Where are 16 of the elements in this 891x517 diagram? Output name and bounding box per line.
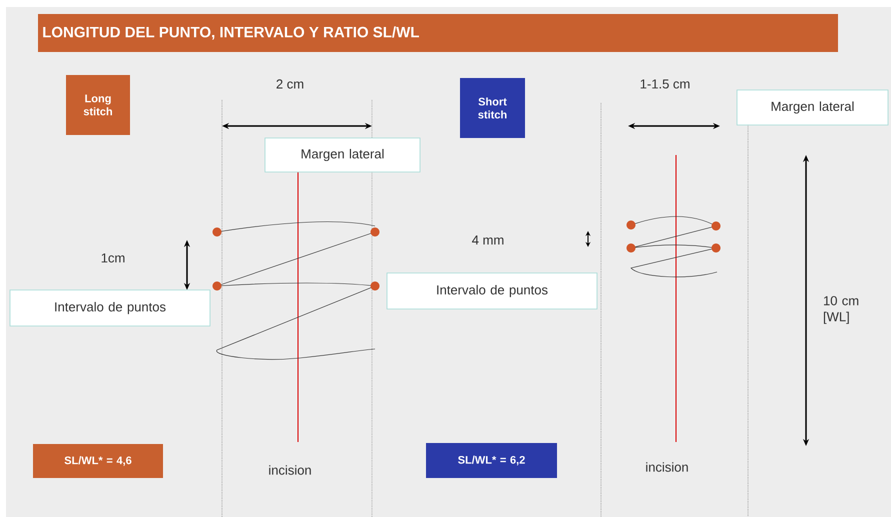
label-box: Long stitch xyxy=(66,75,130,135)
label-box: SL/WL* = 4,6 xyxy=(33,444,163,478)
dimension-label: 2 cm xyxy=(276,79,304,89)
callout-box: Intervalo de puntos xyxy=(10,290,210,326)
dimension-label: 4 mm xyxy=(472,236,504,244)
callout-box: Margen lateral xyxy=(736,90,888,126)
title-banner: LONGITUD DEL PUNTO, INTERVALO Y RATIO SL/WL xyxy=(38,14,838,52)
dimension-label: 1-1.5 cm xyxy=(640,79,690,89)
dimension-label: incision xyxy=(269,465,311,475)
label-box: SL/WL* = 6,2 xyxy=(426,443,557,478)
callout-box: Margen lateral xyxy=(264,138,420,172)
label-box: Short stitch xyxy=(460,78,525,138)
dimension-label: 10 cm [WL] xyxy=(824,296,858,324)
dimension-label: 1cm xyxy=(102,253,124,263)
callout-box: Intervalo de puntos xyxy=(386,272,598,310)
dimension-label: incision xyxy=(646,462,688,472)
